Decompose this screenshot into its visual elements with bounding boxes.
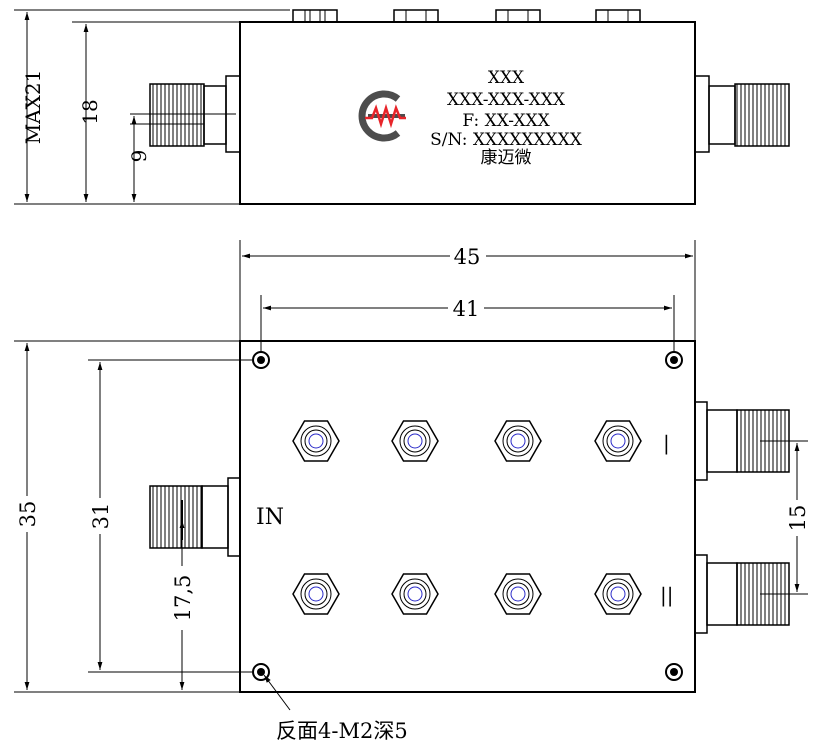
feedthrough-1	[292, 420, 340, 462]
company-logo	[358, 90, 406, 142]
dim-35: 35	[16, 343, 40, 690]
label-line-1: XXX	[488, 68, 525, 88]
top-nut-1	[292, 9, 338, 23]
hole-bottom-right	[665, 663, 683, 681]
dim-35-label: 35	[16, 501, 40, 528]
dim-18: 18	[78, 24, 102, 202]
dim-31: 31	[89, 362, 113, 670]
output-port-2-label: ||	[660, 583, 673, 608]
dim-max21-label: MAX21	[21, 70, 45, 145]
feedthrough-row-1	[292, 420, 642, 462]
top-feedthroughs	[292, 9, 641, 23]
label-line-3: F: XX-XXX	[462, 111, 550, 131]
dim-9: 9	[127, 116, 151, 202]
top-view: IN | || 45	[14, 240, 810, 743]
dim-45: 45	[242, 243, 693, 269]
feedthrough-4	[594, 420, 642, 462]
hole-top-left	[252, 351, 270, 369]
feedthrough-7	[494, 573, 542, 615]
side-left-connector	[130, 75, 241, 153]
label-line-2: XXX-XXX-XXX	[447, 90, 566, 110]
dim-45-label: 45	[454, 245, 481, 269]
dim-max21: MAX21	[21, 12, 45, 202]
mounting-holes	[252, 351, 683, 681]
feedthrough-3	[494, 420, 542, 462]
top-body	[239, 340, 696, 693]
dim-41: 41	[263, 295, 672, 321]
hole-bottom-left	[252, 663, 270, 681]
feedthrough-row-2	[292, 573, 642, 615]
dim-17-5-label: 17,5	[171, 575, 195, 622]
feedthrough-8	[594, 573, 642, 615]
feedthrough-2	[391, 420, 439, 462]
dim-31-label: 31	[89, 503, 113, 530]
input-connector	[149, 477, 241, 557]
feedthrough-5	[292, 573, 340, 615]
mounting-note-text: 反面4-M2深5	[276, 719, 408, 743]
hole-top-right	[665, 351, 683, 369]
side-right-connector	[694, 75, 790, 153]
dim-15-label: 15	[786, 505, 810, 532]
feedthrough-6	[391, 573, 439, 615]
dim-41-label: 41	[453, 297, 480, 321]
dim-9-label: 9	[127, 150, 151, 163]
label-block: XXX XXX-XXX-XXX F: XX-XXX S/N: XXXXXXXXX…	[430, 68, 583, 168]
output-port-1-label: |	[663, 431, 670, 456]
top-nut-4	[595, 9, 641, 23]
dim-15: 15	[786, 443, 810, 592]
dim-18-label: 18	[78, 99, 102, 124]
dim-17-5: 17,5	[171, 520, 195, 690]
label-line-4: S/N: XXXXXXXXX	[430, 130, 583, 150]
top-nut-2	[393, 9, 439, 23]
input-port-label: IN	[256, 505, 284, 530]
label-line-5: 康迈微	[481, 148, 532, 168]
mounting-note: 反面4-M2深5	[263, 674, 408, 743]
side-view: XXX XXX-XXX-XXX F: XX-XXX S/N: XXXXXXXXX…	[14, 9, 790, 205]
top-nut-3	[495, 9, 541, 23]
